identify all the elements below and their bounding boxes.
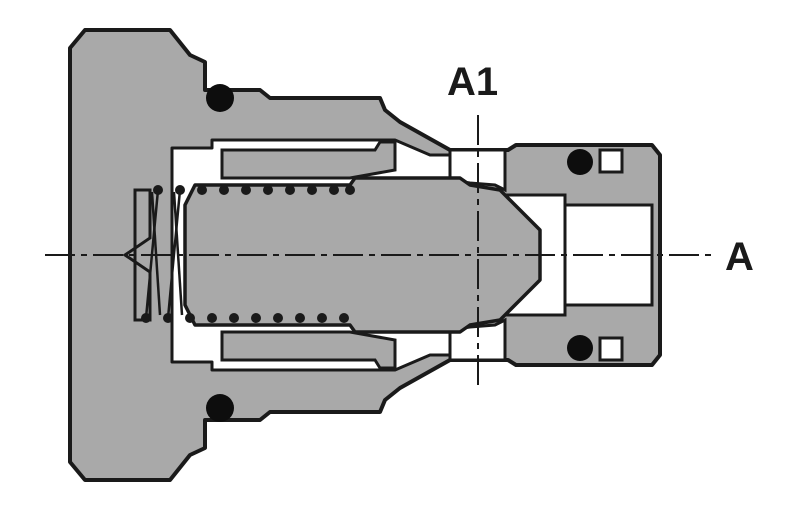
oring-head-bottom: [206, 394, 234, 422]
sleeve-top: [220, 140, 397, 180]
label-port-a1: A1: [447, 60, 498, 104]
spring-coils-top: [153, 185, 355, 195]
spring-seat-cone: [122, 188, 152, 322]
label-port-a: A: [725, 235, 754, 279]
spring-coils-bottom: [141, 313, 349, 323]
backup-ring-top: [598, 148, 624, 174]
oring-nose-bottom: [567, 335, 593, 361]
o-rings: [206, 84, 593, 422]
backup-ring-bottom: [598, 336, 624, 362]
oring-nose-top: [567, 149, 593, 175]
oring-head-top: [206, 84, 234, 112]
